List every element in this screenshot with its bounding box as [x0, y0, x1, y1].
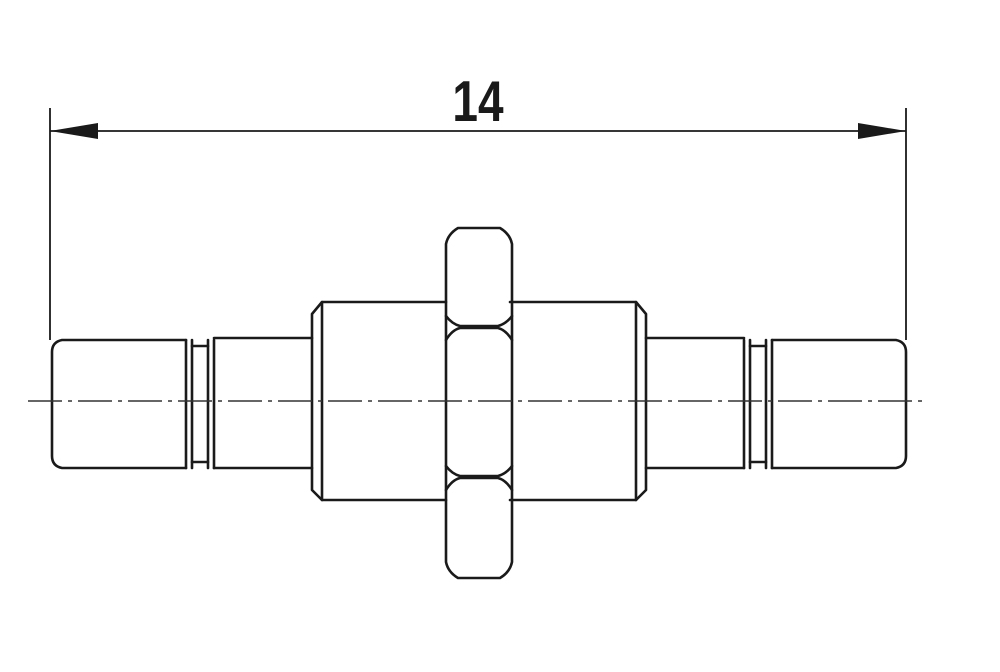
body-right-section	[508, 300, 648, 502]
right-pin-shank	[644, 336, 746, 470]
left-pin	[50, 336, 314, 470]
dimension-arrow-left	[50, 123, 98, 139]
hex-nut-face-top	[444, 314, 514, 328]
left-pin-groove	[190, 344, 210, 464]
hex-nut-face-mid-bottom	[444, 464, 514, 478]
hex-nut-face-bottom	[444, 476, 514, 492]
body-left-section	[310, 300, 448, 502]
hex-nut-face-mid-top	[444, 326, 514, 342]
right-pin-groove	[748, 344, 768, 464]
overall-length-dimension: 14	[49, 70, 907, 340]
hex-nut	[444, 226, 514, 580]
left-pin-tip	[50, 338, 188, 470]
dimension-arrow-right	[858, 123, 906, 139]
dimension-value: 14	[452, 70, 503, 134]
right-pin	[644, 336, 908, 470]
hex-nut-outline	[444, 226, 514, 580]
right-pin-tip	[770, 338, 908, 470]
left-pin-shank	[212, 336, 314, 470]
